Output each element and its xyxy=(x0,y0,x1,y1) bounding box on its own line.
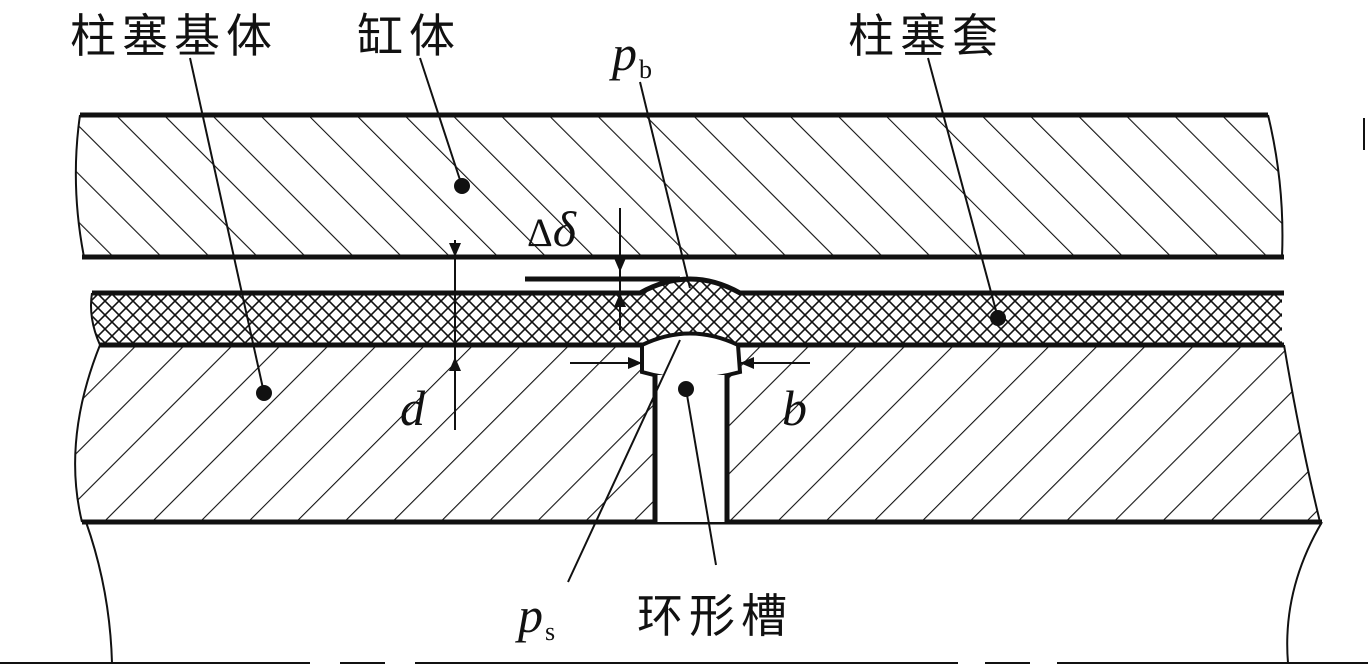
dot-annular-groove xyxy=(678,381,694,397)
dimension-d-marker xyxy=(449,240,461,430)
dot-plunger-sleeve xyxy=(990,310,1006,326)
label-thickness-d: d xyxy=(400,380,426,436)
label-annular-groove: 环形槽 xyxy=(637,589,793,643)
leader-lines xyxy=(189,57,999,583)
dot-cylinder-body xyxy=(454,178,470,194)
label-pressure-b: pb xyxy=(609,25,652,84)
dimension-delta-marker xyxy=(525,208,680,330)
dot-plunger-base xyxy=(256,385,272,401)
dimension-b-marker xyxy=(570,357,810,369)
label-cylinder-body: 缸体 xyxy=(357,9,461,63)
label-plunger-sleeve: 柱塞套 xyxy=(848,9,1004,63)
label-groove-width-b: b xyxy=(782,380,807,436)
label-plunger-base: 柱塞基体 xyxy=(70,9,278,63)
label-delta-delta: Δδ xyxy=(527,201,577,257)
annular-groove-shape xyxy=(640,331,743,522)
label-pressure-s: ps xyxy=(515,587,555,646)
cylinder-body-region xyxy=(74,112,1284,260)
